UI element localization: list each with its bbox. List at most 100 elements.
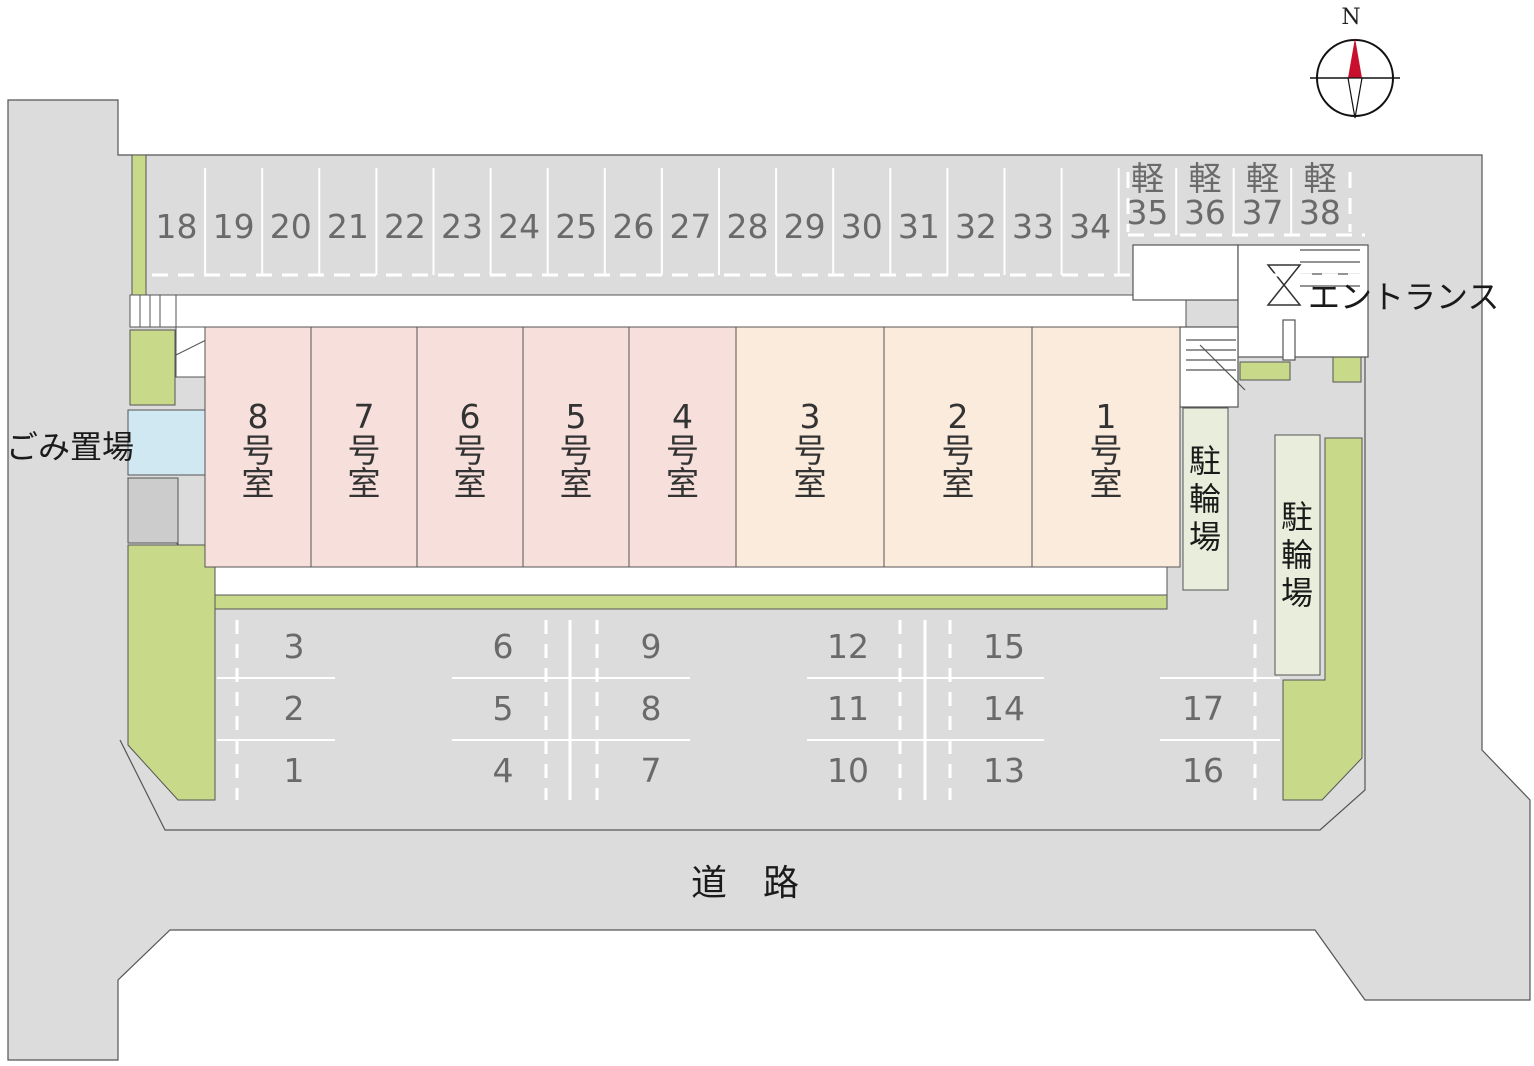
parking-spot: 34 [1069, 168, 1120, 275]
svg-text:輪: 輪 [1189, 480, 1221, 518]
road-boundary [119, 355, 1366, 831]
parking-spot-number: 7 [641, 751, 662, 790]
room-label: 7 [354, 397, 375, 436]
room-label: 室 [454, 464, 487, 503]
walkway [175, 294, 1187, 328]
parking-spot-number: 6 [493, 627, 514, 666]
room-label: 号 [454, 431, 487, 470]
kei-parking-spot: 軽36 [1184, 159, 1235, 235]
parking-spot-number: 1 [284, 751, 305, 790]
room-label: 号 [666, 431, 699, 470]
room-block [416, 326, 524, 568]
parking-spot: 26 [612, 168, 663, 275]
parking-spot: 22 [384, 168, 435, 275]
spot-number: 22 [384, 207, 426, 246]
garbage-base [127, 477, 179, 544]
kei-number: 36 [1184, 193, 1226, 232]
parking-spot-number: 11 [827, 689, 869, 728]
kei-number: 37 [1241, 193, 1283, 232]
parking-spot: 20 [270, 168, 321, 275]
room-label: 室 [348, 464, 381, 503]
kei-parking-spot: 軽38 [1299, 159, 1341, 232]
entrance-block [1132, 244, 1369, 408]
parking-spot-number: 5 [493, 689, 514, 728]
room-label: 室 [666, 464, 699, 503]
spot-number: 21 [327, 207, 369, 246]
parking-spot-number: 15 [983, 627, 1025, 666]
room-label: 1 [1096, 397, 1117, 436]
parking-spot-number: 10 [827, 751, 869, 790]
spot-number: 33 [1012, 207, 1054, 246]
parking-spot: 23 [441, 168, 492, 275]
stair-left [129, 294, 213, 378]
kei-prefix: 軽 [1246, 159, 1279, 198]
room-2: 2号室 [883, 326, 1033, 568]
room-1: 1号室 [1031, 326, 1181, 568]
spot-number: 34 [1069, 207, 1111, 246]
room-label: 号 [942, 431, 975, 470]
kei-prefix: 軽 [1131, 159, 1164, 198]
room-label: 4 [672, 397, 693, 436]
parking-spot-number: 3 [284, 627, 305, 666]
room-block [735, 326, 885, 568]
room-label: 8 [248, 397, 269, 436]
parking-spot: 21 [327, 168, 378, 275]
parking-spot-number: 14 [983, 689, 1025, 728]
room-block [522, 326, 630, 568]
spot-number: 28 [727, 207, 769, 246]
room-label: 号 [348, 431, 381, 470]
bike-parking-2-label: 駐 輪 場 [1281, 498, 1313, 612]
spot-number: 30 [841, 207, 883, 246]
room-label: 号 [560, 431, 593, 470]
kei-parking-spot: 軽35 [1126, 159, 1178, 235]
room-block [1031, 326, 1181, 568]
spot-number: 32 [955, 207, 997, 246]
parking-spot-number: 13 [983, 751, 1025, 790]
spot-number: 23 [441, 207, 483, 246]
compass-needle-south [1347, 77, 1363, 119]
kei-number: 35 [1126, 193, 1168, 232]
compass: N [1310, 5, 1400, 119]
spot-number: 19 [213, 207, 255, 246]
compass-needle-north [1348, 38, 1362, 78]
room-label: 室 [942, 464, 975, 503]
room-label: 号 [794, 431, 827, 470]
green-strip-top [131, 154, 147, 296]
parking-spot: 25 [555, 168, 606, 275]
road-label: 道 路 [691, 863, 799, 904]
green-entrance-small [1239, 361, 1291, 381]
bike-parking-2 [1274, 434, 1321, 676]
parking-spot-number: 9 [641, 627, 662, 666]
kei-prefix: 軽 [1303, 159, 1336, 198]
parking-spot-number: 2 [284, 689, 305, 728]
parking-spot: 31 [898, 168, 949, 275]
room-block [310, 326, 418, 568]
room-label: 室 [242, 464, 275, 503]
room-label: 2 [948, 397, 969, 436]
svg-text:場: 場 [1281, 574, 1313, 612]
parking-spot: 19 [213, 168, 264, 275]
green-right [1282, 437, 1363, 801]
svg-text:場: 場 [1189, 518, 1221, 556]
room-label: 室 [560, 464, 593, 503]
room-8: 8号室 [204, 326, 312, 568]
spot-number: 24 [498, 207, 540, 246]
room-label: 6 [460, 397, 481, 436]
parking-spot-number: 16 [1182, 751, 1224, 790]
spot-number: 25 [555, 207, 597, 246]
spot-number: 20 [270, 207, 312, 246]
room-label: 室 [1090, 464, 1123, 503]
spot-number: 31 [898, 207, 940, 246]
svg-text:輪: 輪 [1281, 536, 1313, 574]
spot-number: 26 [612, 207, 654, 246]
svg-text:駐: 駐 [1189, 442, 1221, 480]
room-label: 号 [1090, 431, 1123, 470]
svg-text:駐: 駐 [1281, 498, 1313, 536]
entrance-label: エントランス [1308, 278, 1499, 316]
room-4: 4号室 [628, 326, 737, 568]
green-left-top [129, 329, 176, 406]
